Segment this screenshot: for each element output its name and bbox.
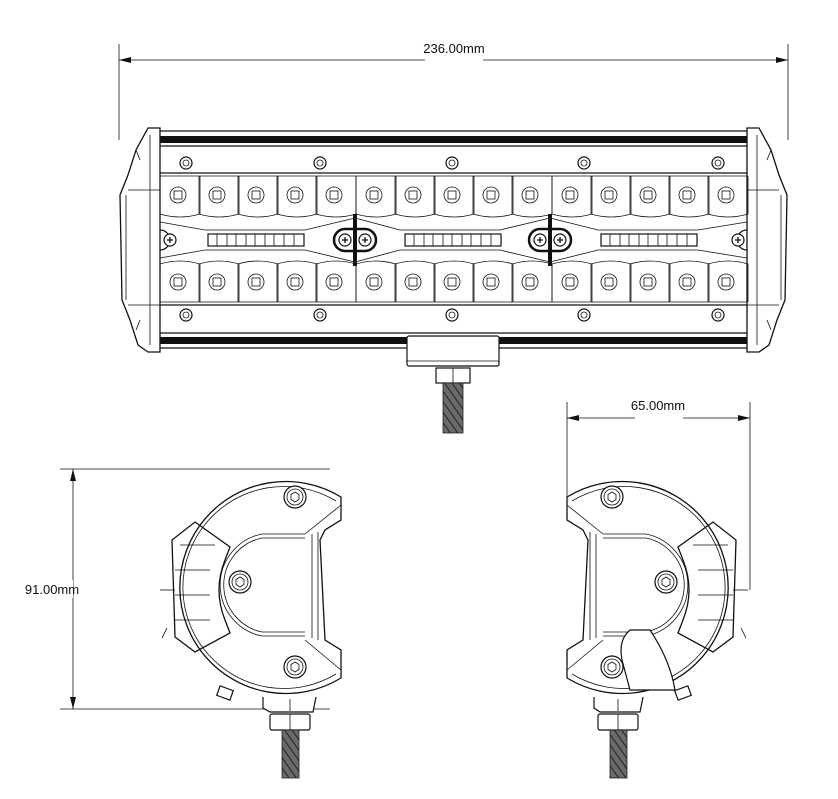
indicator-strip-2	[404, 233, 502, 247]
height-label: 91.00mm	[25, 582, 79, 597]
top-bolts	[179, 156, 725, 170]
mounting-screw-right	[731, 229, 748, 251]
length-dimension: 236.00mm	[118, 41, 789, 140]
left-end-cap	[119, 127, 161, 353]
length-label: 236.00mm	[423, 41, 484, 56]
side-view-right	[566, 480, 748, 779]
front-mount-bracket	[406, 335, 500, 434]
front-view	[119, 127, 788, 434]
bottom-bolts	[179, 308, 725, 322]
mounting-screw-pair-2	[527, 227, 573, 253]
depth-label: 65.00mm	[631, 398, 685, 413]
mounting-screw-pair-1	[332, 227, 378, 253]
indicator-strip-1	[207, 233, 305, 247]
indicator-strip-3	[600, 233, 698, 247]
led-row-bottom	[159, 260, 749, 303]
side-view-left	[160, 480, 342, 779]
right-end-cap	[746, 127, 788, 353]
led-row-top	[159, 175, 749, 218]
mounting-screw-left	[159, 229, 177, 251]
depth-dimension: 65.00mm	[566, 398, 751, 590]
height-dimension: 91.00mm	[15, 468, 330, 710]
